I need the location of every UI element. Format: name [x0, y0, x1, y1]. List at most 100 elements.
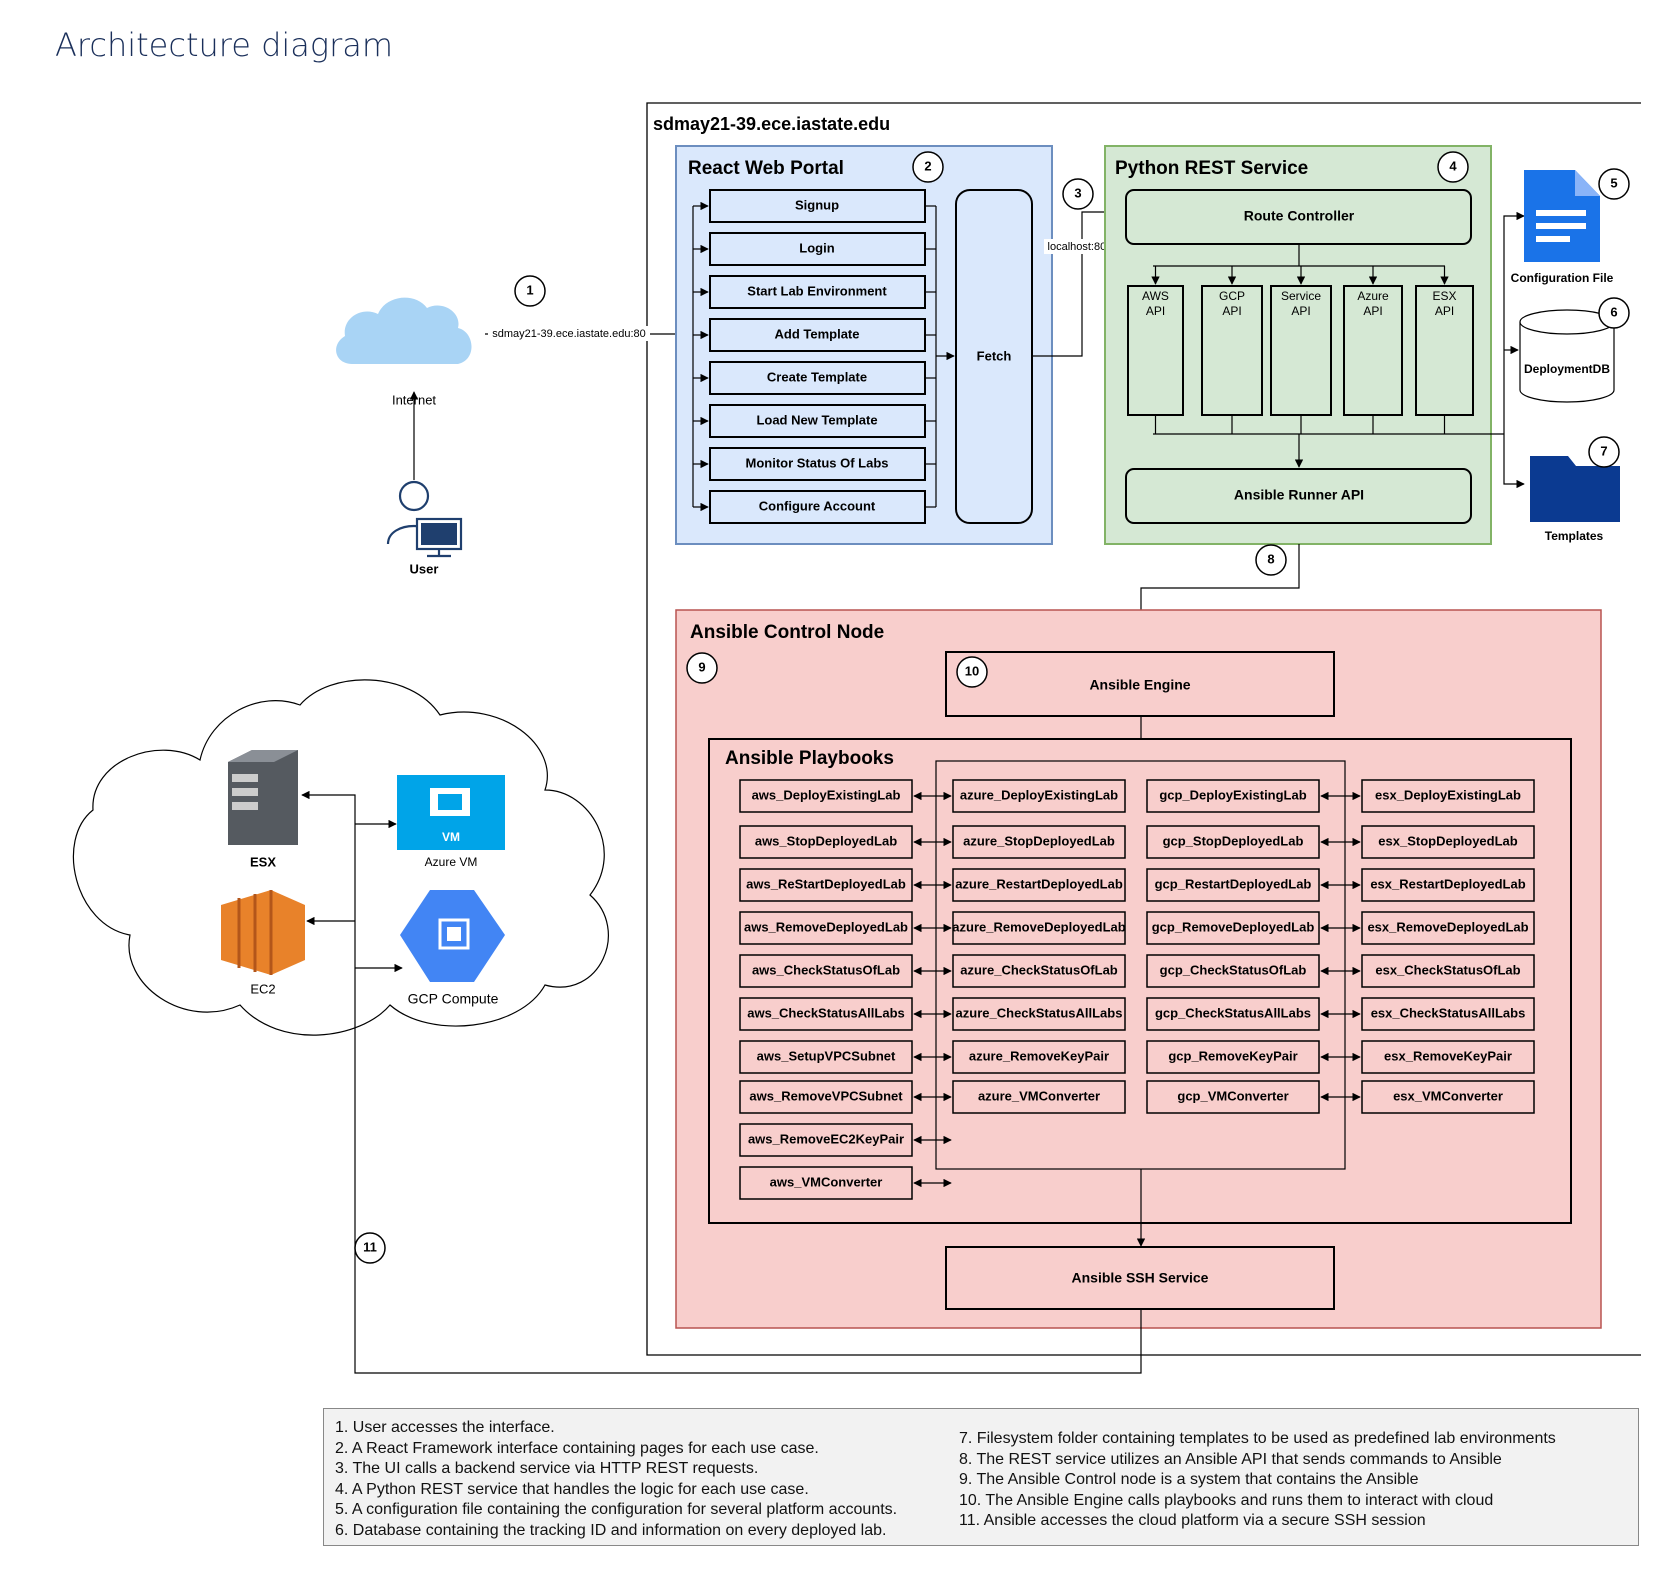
api-label-line2: API: [1146, 304, 1165, 318]
step-number-label: 3: [1074, 185, 1081, 200]
playbook-box: [1361, 1080, 1535, 1114]
playbook-label: esx_DeployExistingLab: [1375, 787, 1521, 802]
note-item: 6. Database containing the tracking ID a…: [335, 1521, 887, 1539]
playbook-box: [739, 997, 913, 1031]
playbook-label: azure_RemoveKeyPair: [969, 1048, 1109, 1063]
playbook-box: [1146, 868, 1320, 902]
playbook-label: aws_VMConverter: [770, 1174, 883, 1189]
playbook-box: [952, 911, 1126, 945]
ansible-engine-label: Ansible Engine: [1089, 677, 1190, 693]
ec2-icon: [221, 890, 305, 975]
api-label-line1: ESX: [1432, 289, 1456, 303]
ansible-ssh-box: [945, 1246, 1335, 1310]
server-frame: [646, 102, 1641, 1356]
configuration-file-icon: [1524, 170, 1600, 262]
playbook-label: gcp_VMConverter: [1177, 1088, 1288, 1103]
step-number-label: 8: [1267, 551, 1274, 566]
note-item: 3. The UI calls a backend service via HT…: [335, 1460, 759, 1477]
step-number-label: 4: [1449, 158, 1457, 173]
playbooks-title: Ansible Playbooks: [725, 748, 894, 769]
api-label-line1: GCP: [1219, 289, 1245, 303]
playbook-label: azure_CheckStatusAllLabs: [956, 1005, 1123, 1020]
playbook-label: aws_RemoveDeployedLab: [744, 919, 908, 934]
internet-url-label: sdmay21-39.ece.iastate.edu:80: [492, 328, 646, 340]
portal-page-box: [709, 447, 926, 481]
playbook-box: [1146, 1080, 1320, 1114]
portal-page-box: [709, 361, 926, 395]
playbook-label: gcp_RemoveDeployedLab: [1152, 919, 1315, 934]
gcp-compute-icon: [400, 890, 505, 982]
playbook-box: [1146, 997, 1320, 1031]
step-number-badge: [686, 652, 718, 684]
playbook-box: [1146, 825, 1320, 859]
playbook-box: [739, 1166, 913, 1200]
playbook-box: [739, 1040, 913, 1074]
ansible-engine-box: [945, 651, 1335, 717]
step-number-badge: [1062, 178, 1094, 210]
playbook-box: [739, 954, 913, 988]
server-hostname: sdmay21-39.ece.iastate.edu: [653, 114, 890, 134]
playbook-box: [1361, 954, 1535, 988]
rest-service-title: Python REST Service: [1115, 158, 1308, 179]
portal-page-box: [709, 189, 926, 223]
playbook-label: azure_VMConverter: [978, 1088, 1100, 1103]
playbook-label: gcp_CheckStatusOfLab: [1160, 962, 1307, 977]
playbook-box: [1146, 1040, 1320, 1074]
api-box: [1415, 285, 1474, 416]
playbook-box: [1361, 868, 1535, 902]
to-templates-arrow: [1503, 434, 1525, 489]
playbook-box: [952, 868, 1126, 902]
portal-page-label: Signup: [795, 197, 839, 212]
portal-page-label: Start Lab Environment: [747, 283, 887, 298]
portal-page-box: [709, 275, 926, 309]
portal-page-label: Login: [799, 240, 834, 255]
playbook-label: aws_RemoveEC2KeyPair: [748, 1131, 904, 1146]
api-label-line1: Azure: [1357, 289, 1389, 303]
playbook-label: azure_RemoveDeployedLab: [952, 919, 1125, 934]
step-number-badge: [1255, 544, 1287, 576]
playbook-label: gcp_DeployExistingLab: [1159, 787, 1306, 802]
playbook-label: azure_DeployExistingLab: [960, 787, 1118, 802]
templates-folder-icon: [1530, 456, 1620, 522]
step-number-badge: [1588, 436, 1620, 468]
playbook-box: [952, 825, 1126, 859]
playbook-label: esx_CheckStatusOfLab: [1375, 962, 1520, 977]
playbook-label: gcp_RemoveKeyPair: [1168, 1048, 1297, 1063]
portal-page-box: [709, 318, 926, 352]
api-label-line2: API: [1222, 304, 1241, 318]
playbook-box: [1361, 1040, 1535, 1074]
playbook-label: aws_ReStartDeployedLab: [746, 876, 906, 891]
playbook-box: [1146, 779, 1320, 813]
playbook-label: azure_StopDeployedLab: [963, 833, 1115, 848]
note-item: 11. Ansible accesses the cloud platform …: [959, 1512, 1426, 1529]
portal-page-box: [709, 232, 926, 266]
database-icon: [1519, 309, 1615, 403]
playbook-label: aws_RemoveVPCSubnet: [749, 1088, 903, 1103]
playbook-box: [952, 997, 1126, 1031]
ssh-to-esx-arrow: [301, 790, 1142, 1374]
fetch-label: Fetch: [977, 348, 1012, 363]
api-box: [1201, 285, 1263, 416]
step-number-label: 10: [965, 663, 979, 678]
playbook-box: [1361, 825, 1535, 859]
api-label-line2: API: [1435, 304, 1454, 318]
esx-label: ESX: [250, 854, 276, 869]
step-number-label: 1: [526, 282, 533, 297]
react-portal-title: React Web Portal: [688, 158, 844, 179]
api-label-line2: API: [1363, 304, 1382, 318]
note-item: 1. User accesses the interface.: [335, 1419, 555, 1436]
playbook-box: [739, 1123, 913, 1157]
api-label-line1: Service: [1281, 289, 1321, 303]
step-number-badge: [956, 656, 988, 688]
azure-vm-label: Azure VM: [425, 855, 478, 869]
esx-server-icon: [228, 750, 298, 845]
playbook-label: gcp_RestartDeployedLab: [1155, 876, 1312, 891]
control-node-title: Ansible Control Node: [690, 622, 884, 643]
note-item: 8. The REST service utilizes an Ansible …: [959, 1450, 1502, 1468]
playbook-label: esx_RemoveKeyPair: [1384, 1048, 1512, 1063]
playbook-box: [1361, 911, 1535, 945]
note-item: 10. The Ansible Engine calls playbooks a…: [959, 1491, 1494, 1509]
api-box: [1343, 285, 1403, 416]
page-title: Architecture diagram: [55, 26, 394, 64]
